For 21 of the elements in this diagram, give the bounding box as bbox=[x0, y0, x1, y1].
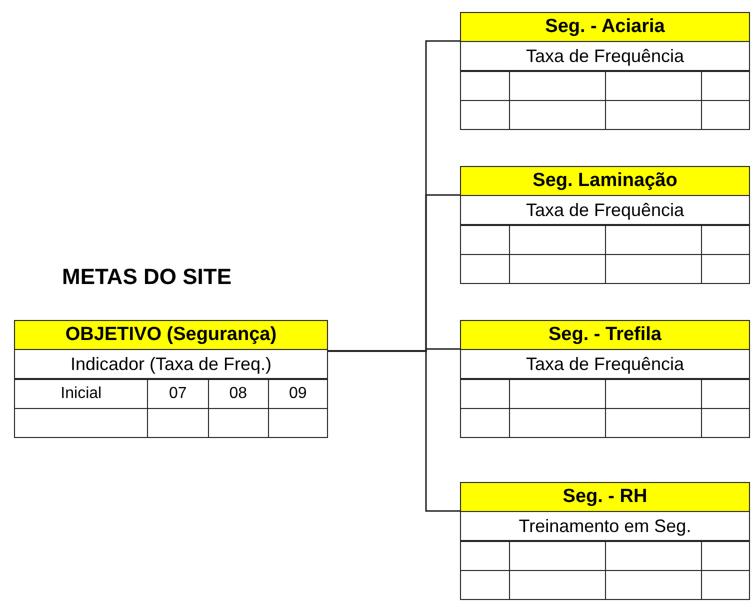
table-card bbox=[460, 482, 750, 600]
table-card bbox=[460, 320, 750, 438]
card-subtitle: Taxa de Frequência bbox=[461, 42, 749, 71]
table-card bbox=[14, 320, 328, 438]
table-card bbox=[460, 166, 750, 284]
column-header: 08 bbox=[208, 380, 268, 408]
column-header: Inicial bbox=[15, 380, 148, 408]
card-header: Seg. - Aciaria bbox=[461, 13, 749, 42]
card-header: OBJETIVO (Segurança) bbox=[15, 321, 327, 350]
connector-line bbox=[328, 350, 460, 512]
column-header: 09 bbox=[268, 380, 327, 408]
card-header: Seg. - RH bbox=[461, 483, 749, 512]
card-subtitle: Taxa de Frequência bbox=[461, 196, 749, 225]
column-header: 07 bbox=[148, 380, 208, 408]
card-header: Seg. Laminação bbox=[461, 167, 749, 196]
card-subtitle: Indicador (Taxa de Freq.) bbox=[15, 350, 327, 379]
card-header: Seg. - Trefila bbox=[461, 321, 749, 350]
card-subtitle: Taxa de Frequência bbox=[461, 350, 749, 379]
card-subtitle: Treinamento em Seg. bbox=[461, 512, 749, 541]
diagram-title: METAS DO SITE bbox=[62, 264, 232, 290]
table-card bbox=[460, 12, 750, 130]
